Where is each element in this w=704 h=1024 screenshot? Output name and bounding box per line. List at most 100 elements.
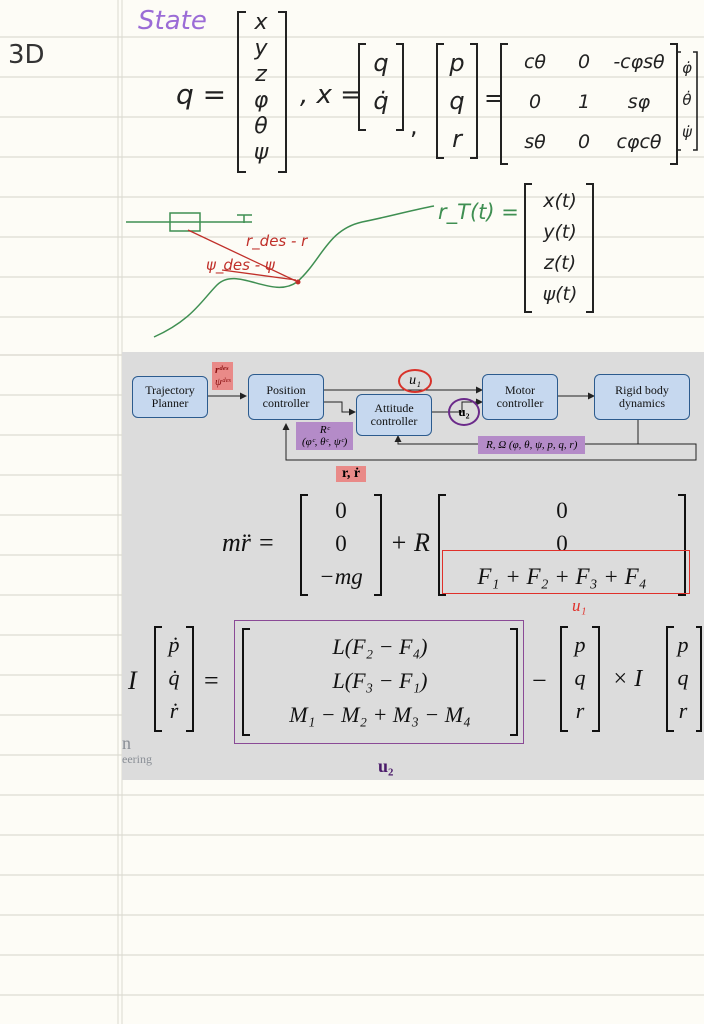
x-def-vector: q q̇ [364,44,398,120]
state-lhs: q = [176,78,227,111]
trajectory-entry: z(t) [543,252,577,274]
moment-entry: L(F₃ − F₁) [332,668,428,693]
gravity-vector-brackets [300,494,382,596]
rate-dot-entry: ṗ [168,632,180,657]
matrix-cell: cφcθ [616,131,662,153]
gravity-vector: 0 0 −mg [304,494,378,593]
matrix-cell: 0 [577,51,591,73]
state-vector-entry: x [254,10,268,35]
thrust-entry: 0 [556,531,568,556]
matrix-cell: 0 [528,91,542,113]
u1-annotation: u₁ [572,596,587,615]
matrix-cell: 1 [577,91,591,113]
translational-lhs: mr̈ = [222,528,275,557]
omega-entry: p [574,632,586,657]
watermark: n eering [122,734,152,766]
euler-rate-entry: θ̇ [682,91,692,109]
plus-r: + R [390,528,430,557]
trajectory-entry: ψ(t) [542,283,578,305]
x-def-brackets [358,43,404,131]
euler-rate-entry: ψ̇ [682,123,692,141]
omega-2-entry: q [677,665,689,690]
attitude-controller-block: Attitude controller [356,394,432,436]
watermark-line: n [122,733,131,753]
matrix-cell: -cφsθ [613,51,665,73]
equals-sign: = [484,84,505,112]
trajectory-entry: y(t) [543,221,577,243]
x-def-entry: q [373,49,389,77]
u2-label: u₂ [448,398,480,426]
state-vector-entry: θ [254,114,268,139]
moment-entry: M₁ − M₂ + M₃ − M₄ [289,702,471,727]
omega-vector: p q r [566,628,594,727]
error-psi-label: ψ_des - ψ [206,256,275,274]
rates-dot-vector: ṗ q̇ ṙ [160,628,188,727]
body-rate-entry: q [449,87,465,115]
u1-label: u₁ [398,369,432,393]
motor-controller-block: Motor controller [482,374,558,420]
moments-vector-brackets [242,628,518,736]
body-rate-entry: p [449,49,465,77]
lecture-slide: Trajectory Planner Position controller A… [122,352,704,780]
rates-dot-brackets [154,626,194,732]
state-vector-entry: z [255,62,267,87]
matrix-cell: sθ [524,131,546,153]
gravity-entry: 0 [335,531,347,556]
attitude-command-label: Rᶜ (φᶜ, θᶜ, ψᶜ) [296,422,354,450]
rotational-minus: − [532,666,547,695]
x-def-entry: q̇ [373,87,389,115]
thrust-vector-brackets [438,494,686,596]
state-vector: x y z φ θ ψ [246,10,276,166]
matrix-cell: cθ [523,51,547,73]
trajectory-vector-brackets [524,183,594,313]
state-vector-entry: y [254,36,268,61]
state-vector-brackets [237,11,287,173]
trajectory-lhs: r_T(t) = [438,200,519,224]
omega-entry: q [574,665,586,690]
r-c-label: Rᶜ [319,424,330,436]
comma: , [410,112,418,140]
position-controller-block: Position controller [248,374,324,420]
watermark-line: eering [122,752,152,766]
rotation-matrix: cθ 0 -cφsθ 0 1 sφ sθ 0 cφcθ [508,42,672,162]
thrust-highlight-box [442,550,690,594]
omega-2-entry: p [677,632,689,657]
euler-rate-entry: φ̇ [682,59,692,77]
state-vector-entry: ψ [253,140,269,165]
angles-c-label: (φᶜ, θᶜ, ψᶜ) [302,436,348,448]
trajectory-planner-block: Trajectory Planner [132,376,208,418]
moments-highlight-box [234,620,524,744]
thrust-vector: 0 0 F₁ + F₂ + F₃ + F₄ [444,494,680,593]
moments-vector: L(F₂ − F₄) L(F₃ − F₁) M₁ − M₂ + M₃ − M₄ [248,630,512,732]
rotational-lhs-i: I [128,666,137,695]
euler-rates-brackets [676,51,698,151]
u2-annotation: u₂ [378,756,394,776]
omega-entry: r [575,698,585,723]
gravity-entry: −mg [319,564,363,589]
cross-i: × I [612,666,643,692]
error-r-label: r_des - r [246,232,308,250]
margin-label: 3D [8,40,45,70]
state-vector-entry: φ [253,88,269,113]
trajectory-vector: x(t) y(t) z(t) ψ(t) [532,186,588,310]
body-rates-brackets [436,43,478,159]
trajectory-sketch [126,205,435,338]
r-rdot-label: r, ṙ [336,466,367,482]
rate-dot-entry: q̇ [168,665,180,690]
body-rates-vector: p q r [442,44,472,158]
psi-des-label: ψᵈᵉˢ [215,376,231,388]
matrix-cell: sφ [627,91,651,113]
thrust-entry: 0 [556,498,568,523]
matrix-cell: 0 [577,131,591,153]
omega-2-vector: p q r [670,628,696,727]
rotational-equals: = [204,666,219,695]
omega-brackets [560,626,600,732]
r-des-label: rᵈᵉˢ [215,364,229,376]
r-des-psi-des-label: rᵈᵉˢ ψᵈᵉˢ [212,362,234,390]
trajectory-entry: x(t) [543,190,577,212]
state-feedback-label: R, Ω (φ, θ, ψ, p, q, r) [478,436,586,454]
x-def-lhs: , x = [300,80,362,110]
euler-rates-vector: φ̇ θ̇ ψ̇ [677,52,697,148]
thrust-entry: F₁ + F₂ + F₃ + F₄ [477,564,647,589]
